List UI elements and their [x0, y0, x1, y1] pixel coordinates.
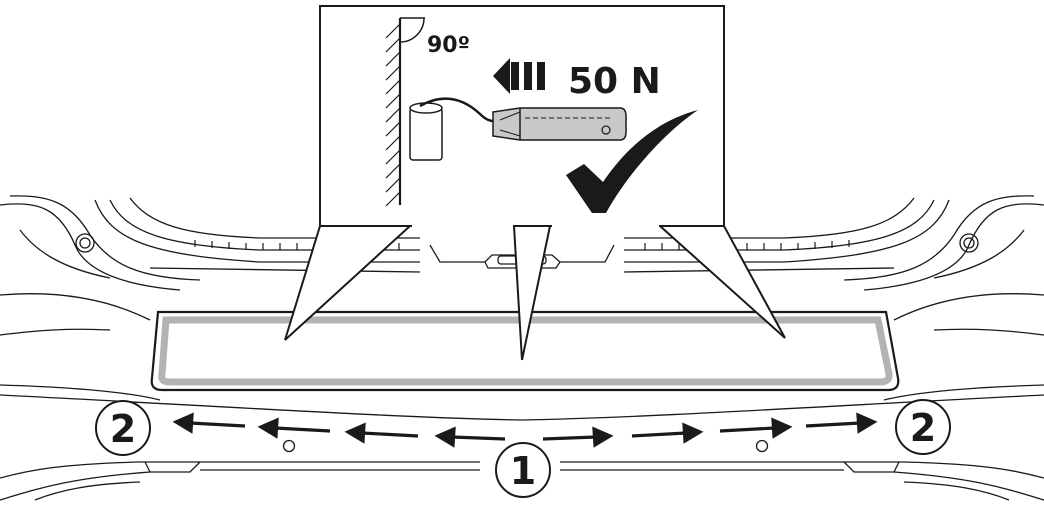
badge-left: 2 — [95, 400, 151, 456]
force-label: 50 N — [568, 61, 661, 102]
badge-right: 2 — [895, 399, 951, 455]
wall-hatch-icon — [385, 18, 402, 207]
body-screws — [75, 233, 979, 453]
badge-center: 1 — [495, 442, 551, 498]
direction-arrows — [172, 412, 878, 448]
trim-strip — [150, 310, 900, 392]
badge-right-label: 2 — [910, 406, 936, 450]
checkmark-icon — [566, 110, 698, 213]
car-rear-outline — [0, 195, 1044, 501]
arrow-right-4 — [805, 412, 878, 434]
push-arrow-icon — [493, 58, 545, 94]
roller-tool-icon — [409, 97, 627, 161]
badge-center-label: 1 — [510, 449, 536, 493]
arrow-right-2 — [631, 422, 704, 444]
callout-box — [284, 5, 786, 361]
arrow-right-3 — [719, 417, 793, 439]
angle-label: 90º — [427, 33, 470, 58]
badge-left-label: 2 — [110, 407, 136, 451]
arrow-left-1 — [172, 412, 246, 434]
arrow-left-2 — [257, 417, 331, 439]
arrow-left-4 — [434, 426, 506, 448]
angle-arc-icon — [399, 17, 425, 43]
arrow-left-3 — [344, 422, 419, 444]
arrow-right-1 — [542, 426, 614, 448]
